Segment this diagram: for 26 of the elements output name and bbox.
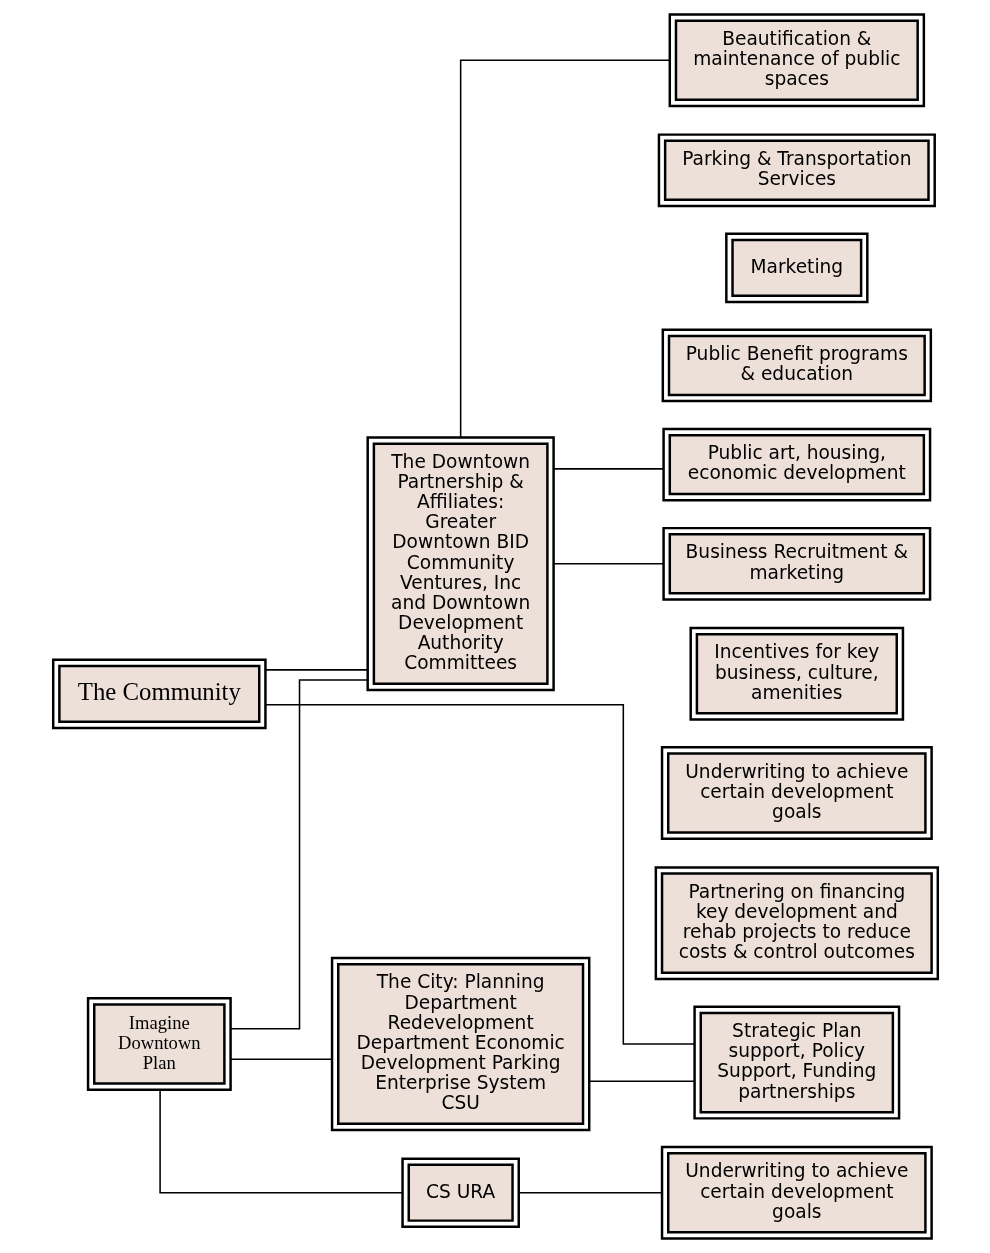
node-box: CS URA (400, 1157, 520, 1229)
node-box: Partnering on financing key development and rehab projects to reduce costs & control outcomes (654, 866, 939, 981)
node-box: The Community (51, 658, 267, 730)
connector (517, 1191, 662, 1194)
connector (552, 468, 664, 470)
node-box: Public art, housing, economic development (661, 427, 931, 502)
node-box: Underwriting to achieve certain development goals (660, 1145, 933, 1240)
node-box: The Downtown Partnership & Affiliates: Greater Downtown BID Community Ventures, Inc and Downtown Development Authority Committees (365, 436, 555, 692)
node-box: Underwriting to achieve certain development goals (660, 746, 933, 840)
connector (158, 1089, 403, 1194)
connector (229, 1058, 333, 1060)
node-box: Parking & Transportation Services (657, 133, 936, 208)
connector (229, 679, 368, 1030)
node-box: Marketing (724, 232, 869, 304)
node-box: Strategic Plan support, Policy Support, Funding partnerships (692, 1005, 900, 1120)
connector (264, 703, 695, 1045)
node-box: The City: Planning Department Redevelopment Department Economic Development Parking Enterprise System CSU (330, 956, 590, 1132)
node-box: Imagine Downtown Plan (86, 997, 232, 1091)
node-box: Incentives for key business, culture, amenities (688, 626, 904, 721)
connector (459, 59, 670, 439)
node-box: Beautification & maintenance of public spaces (668, 13, 925, 108)
connector (552, 563, 664, 565)
node-box: Public Benefit programs & education (661, 328, 932, 403)
node-box: Business Recruitment & marketing (661, 526, 931, 601)
connector (264, 669, 368, 671)
connector (588, 1080, 695, 1082)
